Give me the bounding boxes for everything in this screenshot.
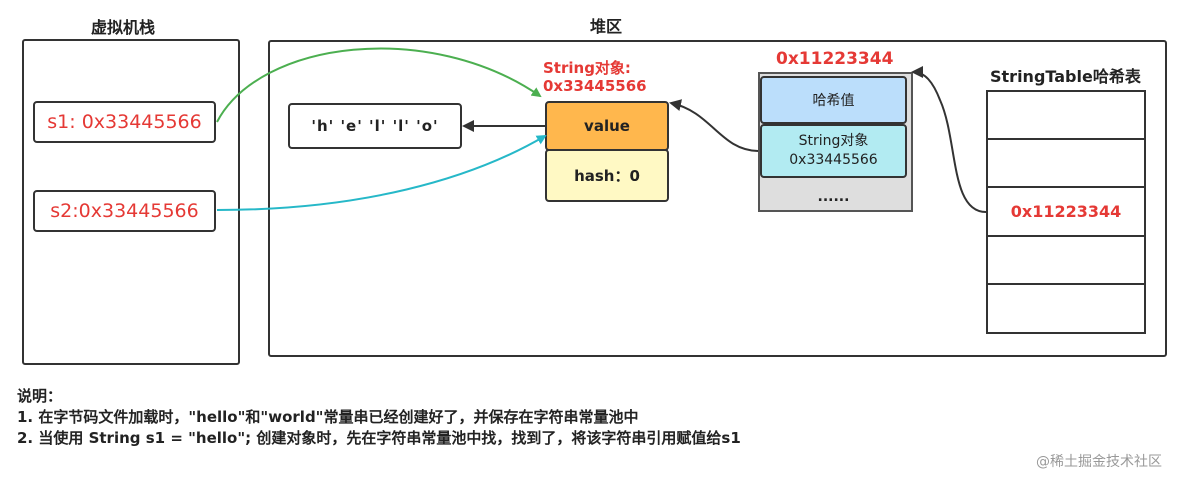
heap-title: 堆区 (590, 17, 623, 36)
notes-heading: 说明： (17, 387, 63, 405)
table-cell (986, 138, 1146, 188)
var-s2-box: s2:0x33445566 (33, 190, 216, 232)
notes-line-2: 2. 当使用 String s1 = "hello"; 创建对象时，先在字符串常… (17, 429, 741, 447)
string-object-label-line1: String对象: (543, 59, 631, 77)
watermark: @稀土掘金技术社区 (1036, 454, 1162, 470)
char-array-box: 'h' 'e' 'l' 'l' 'o' (288, 103, 462, 149)
table-cell (986, 283, 1146, 334)
string-table-title: StringTable哈希表 (990, 67, 1141, 86)
table-cell-highlighted: 0x11223344 (986, 186, 1146, 237)
string-object-label: String对象: 0x33445566 (543, 59, 647, 95)
table-to-entry-arrow (911, 66, 987, 213)
s2-reference-arrow (216, 134, 547, 211)
entry-string-object-line1: String对象 (798, 133, 869, 149)
entry-to-object-arrow (669, 99, 759, 152)
notes-line-1: 1. 在字节码文件加载时，"hello"和"world"常量串已经创建好了，并保… (17, 408, 639, 426)
entry-more: ...... (817, 189, 850, 205)
entry-string-object: String对象 0x33445566 (760, 124, 907, 178)
entry-string-object-line2: 0x33445566 (789, 152, 878, 168)
hash-field: hash：0 (545, 149, 669, 202)
string-object-address: 0x33445566 (543, 77, 647, 95)
entry-address: 0x11223344 (776, 49, 894, 69)
entry-hash-value: 哈希值 (760, 76, 907, 124)
stack-title: 虚拟机栈 (91, 18, 156, 37)
var-s1-box: s1: 0x33445566 (33, 101, 216, 143)
s1-reference-arrow (216, 47, 542, 123)
notes: 说明： 1. 在字节码文件加载时，"hello"和"world"常量串已经创建好… (17, 386, 741, 449)
